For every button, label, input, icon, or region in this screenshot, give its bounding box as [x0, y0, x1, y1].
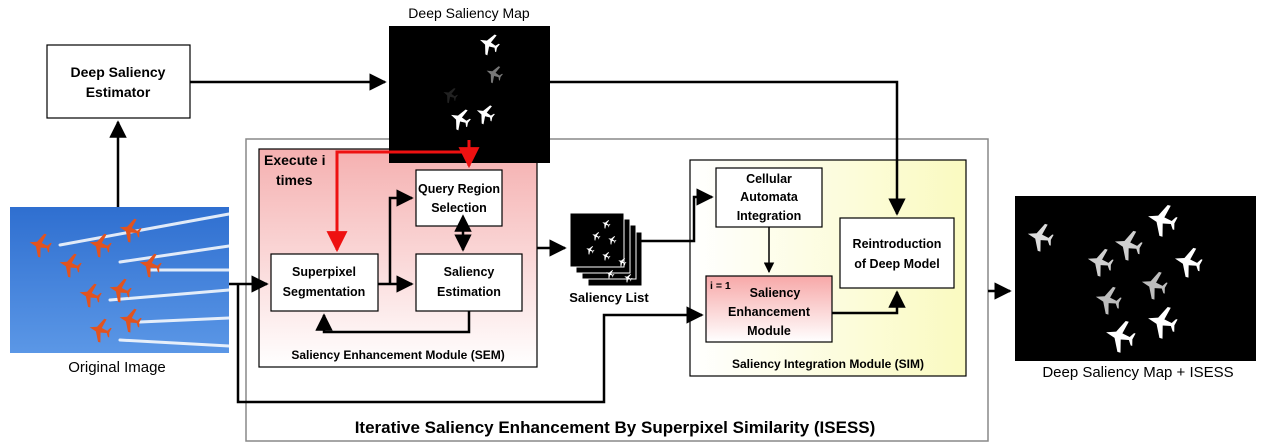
superpixel-box	[270, 253, 379, 312]
sem-caption: Saliency Enhancement Module (SEM)	[291, 348, 504, 362]
arrow-enhancement-to-reintroduction	[832, 290, 906, 315]
sim-caption: Saliency Integration Module (SIM)	[732, 357, 924, 371]
original-image	[10, 207, 231, 353]
enhancement-box	[705, 275, 833, 343]
saliency-estimation-box	[415, 253, 523, 312]
saliency-list-stack	[569, 212, 643, 287]
enh-label-2: Enhancement	[728, 305, 811, 319]
ca-label-2: Automata	[740, 190, 799, 204]
arrow-superpixel-to-query	[388, 189, 414, 284]
enh-label-1: Saliency	[750, 286, 801, 300]
i-equals-label: i = 1	[710, 280, 731, 292]
estimation-label-2: Estimation	[437, 285, 501, 299]
arrow-estimation-loop	[315, 311, 471, 334]
original-image-label: Original Image	[68, 359, 166, 376]
query-label-1: Query Region	[418, 182, 500, 196]
enh-label-3: Module	[747, 324, 791, 338]
output-saliency-image	[1015, 196, 1256, 361]
superpixel-label-2: Segmentation	[283, 285, 366, 299]
arrow-list-to-ca	[640, 188, 714, 243]
execute-label-1: Execute i	[264, 152, 325, 168]
arrow-image-bypass	[236, 284, 704, 404]
superpixel-label-1: Superpixel	[292, 265, 356, 279]
estimator-label-2: Estimator	[86, 84, 151, 100]
red-arrow-map-to-superpixel	[326, 140, 471, 253]
reintroduction-box	[839, 217, 955, 289]
ca-label-3: Integration	[737, 209, 802, 223]
estimator-label-1: Deep Saliency	[71, 64, 166, 80]
arrow-map-to-reintroduction	[550, 80, 906, 216]
isess-title: Iterative Saliency Enhancement By Superp…	[355, 418, 876, 437]
estimator-box	[46, 44, 191, 119]
query-region-box	[415, 169, 503, 227]
ca-label-1: Cellular	[746, 172, 792, 186]
execute-label-2: times	[276, 172, 313, 188]
estimation-label-1: Saliency	[444, 265, 495, 279]
reintro-label-2: of Deep Model	[854, 257, 939, 271]
cellular-automata-box	[715, 167, 823, 228]
reintro-label-1: Reintroduction	[853, 237, 942, 251]
query-label-2: Selection	[431, 201, 487, 215]
output-label: Deep Saliency Map + ISESS	[1042, 364, 1233, 381]
deep-map-label: Deep Saliency Map	[408, 5, 530, 21]
saliency-list-label: Saliency List	[569, 290, 649, 305]
